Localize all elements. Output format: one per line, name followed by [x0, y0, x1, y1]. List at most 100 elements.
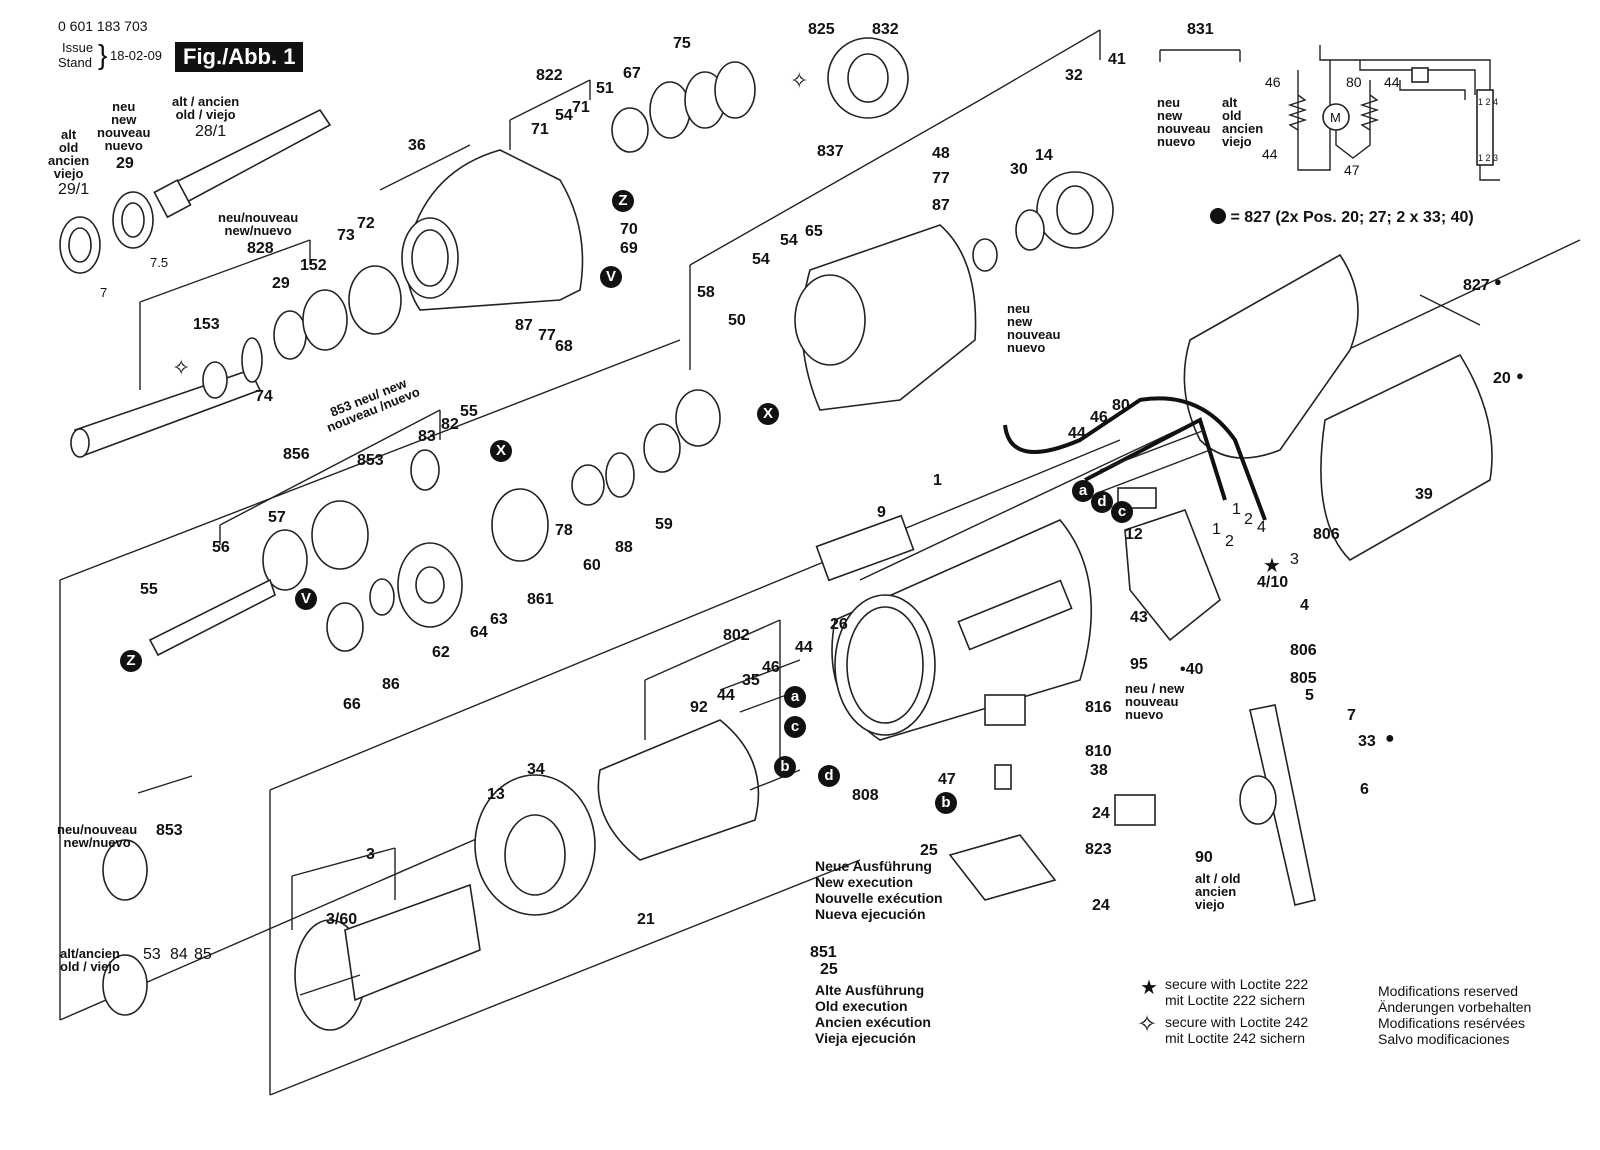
- issue-label: Issue: [62, 40, 94, 55]
- label-35: 35: [742, 672, 760, 689]
- label-62: 62: [432, 644, 450, 661]
- label-83: 83: [418, 428, 436, 445]
- switch-4: [1124, 509, 1221, 642]
- label-30: 30: [1010, 161, 1028, 178]
- label-28-1: 28/1: [195, 123, 227, 140]
- wire-marker-b: b: [935, 792, 957, 814]
- brush-holder-816: [984, 694, 1026, 726]
- label-861: 861: [527, 591, 554, 608]
- label-77-a: 77: [538, 327, 556, 344]
- modifications-reserved-fr: Modifications resérvées: [1378, 1015, 1526, 1031]
- label-853-b: 853: [156, 822, 183, 839]
- label-55-a: 55: [460, 403, 478, 420]
- brace: }: [98, 39, 108, 70]
- bearing-14: [1015, 209, 1045, 251]
- label-837: 837: [817, 143, 844, 160]
- label-82: 82: [441, 416, 459, 433]
- label-70: 70: [620, 221, 638, 238]
- wire-marker-c: c: [1111, 501, 1133, 523]
- label-40: •40: [1180, 661, 1204, 678]
- gear-853-new: [102, 839, 148, 901]
- label-29-b: 29: [272, 275, 290, 292]
- wiring-schematic: [1287, 45, 1500, 181]
- label-805: 805: [1290, 670, 1317, 687]
- note-old-831: alt old ancien viejo: [1222, 95, 1264, 149]
- label-33: 33: [1358, 733, 1376, 750]
- label-14: 14: [1035, 147, 1053, 164]
- wire-marker-c-motor: c: [784, 716, 806, 738]
- section-marker-x: X: [757, 403, 779, 425]
- label-7: 7: [1347, 707, 1356, 724]
- modifications-reserved-de: Änderungen vorbehalten: [1378, 999, 1532, 1015]
- note-old-28-1: alt / ancien old / viejo: [172, 94, 240, 122]
- label-63: 63: [490, 611, 508, 628]
- gear-train: [148, 389, 721, 657]
- label-59: 59: [655, 516, 673, 533]
- label-823: 823: [1085, 841, 1112, 858]
- switch-wire-4: 4: [1257, 519, 1266, 536]
- label-44-b: 44: [717, 687, 735, 704]
- section-marker-x-2: X: [490, 440, 512, 462]
- label-87-b: 87: [932, 197, 950, 214]
- label-48: 48: [932, 145, 950, 162]
- flange-832-inner: [847, 53, 889, 103]
- label-75: 75: [673, 35, 691, 52]
- section-marker-z-2: Z: [120, 650, 142, 672]
- label-1: 1: [933, 472, 942, 489]
- label-36: 36: [408, 137, 426, 154]
- loctite-222-legend-star-icon: ★: [1140, 977, 1158, 999]
- label-802: 802: [723, 627, 750, 644]
- carbon-brush-38: [994, 764, 1012, 790]
- modifications-reserved-es: Salvo modificaciones: [1378, 1031, 1510, 1047]
- label-95: 95: [1130, 656, 1148, 673]
- handle-housing-827: [1183, 253, 1493, 561]
- label-58: 58: [697, 284, 715, 301]
- dot-legend-text: = 827 (2x Pos. 20; 27; 2 x 33; 40): [1230, 209, 1474, 226]
- label-21: 21: [637, 911, 655, 928]
- note-old-29-1: alt old ancien viejo: [48, 127, 90, 181]
- label-39: 39: [1415, 486, 1433, 503]
- old-execution-note: Alte Ausführung Old execution Ancien exé…: [815, 982, 931, 1046]
- loctite-242-diamond-icon: ✧: [172, 355, 191, 380]
- label-26: 26: [830, 616, 848, 633]
- label-13: 13: [487, 786, 505, 803]
- wire-marker-b-motor: b: [774, 756, 796, 778]
- label-41: 41: [1108, 51, 1126, 68]
- switch-wire-2: 2: [1244, 511, 1253, 528]
- new-execution-note: Neue Ausführung New execution Nouvelle e…: [815, 858, 943, 922]
- label-50: 50: [728, 312, 746, 329]
- note-new-828: neu/nouveau new/nuevo: [218, 210, 299, 238]
- label-24-b: 24: [1092, 897, 1110, 914]
- label-80: 80: [1112, 397, 1130, 414]
- note-new-853: neu/nouveau new/nuevo: [57, 822, 138, 850]
- seal-29-inner: [121, 202, 145, 238]
- dot-icon-33: ●: [1385, 730, 1395, 747]
- dot-icon-827: ●: [1494, 274, 1502, 289]
- brush-holder-90: [1114, 794, 1156, 826]
- label-71-a: 71: [531, 121, 549, 138]
- loctite-242-line1: secure with Loctite 242: [1165, 1014, 1309, 1030]
- label-810: 810: [1085, 743, 1112, 760]
- label-87-a: 87: [515, 317, 533, 334]
- capacitor-wire-1: 1: [1212, 521, 1221, 538]
- label-29-1: 29/1: [58, 181, 90, 198]
- label-822: 822: [536, 67, 563, 84]
- label-24-a: 24: [1092, 805, 1110, 822]
- label-85: 85: [194, 946, 212, 963]
- note-old-90: alt / old ancien viejo: [1195, 871, 1241, 912]
- label-827: 827: [1463, 277, 1490, 294]
- loctite-242-legend-diamond-icon: ✧: [1137, 1011, 1158, 1038]
- schematic-label-44-top: 44: [1384, 74, 1400, 90]
- label-3: 3: [366, 846, 375, 863]
- label-69: 69: [620, 240, 638, 257]
- seal-ring: [972, 238, 998, 272]
- label-54-c: 54: [780, 232, 798, 249]
- issue-date: 18-02-09: [110, 48, 163, 63]
- power-cord-6: [1249, 704, 1316, 906]
- label-43: 43: [1130, 609, 1148, 626]
- note-new-seal: neu new nouveau nuevo: [1007, 301, 1061, 355]
- label-12: 12: [1125, 526, 1143, 543]
- loctite-242-line2: mit Loctite 242 sichern: [1165, 1030, 1306, 1046]
- section-marker-v-2: V: [295, 588, 317, 610]
- label-74: 74: [255, 388, 273, 405]
